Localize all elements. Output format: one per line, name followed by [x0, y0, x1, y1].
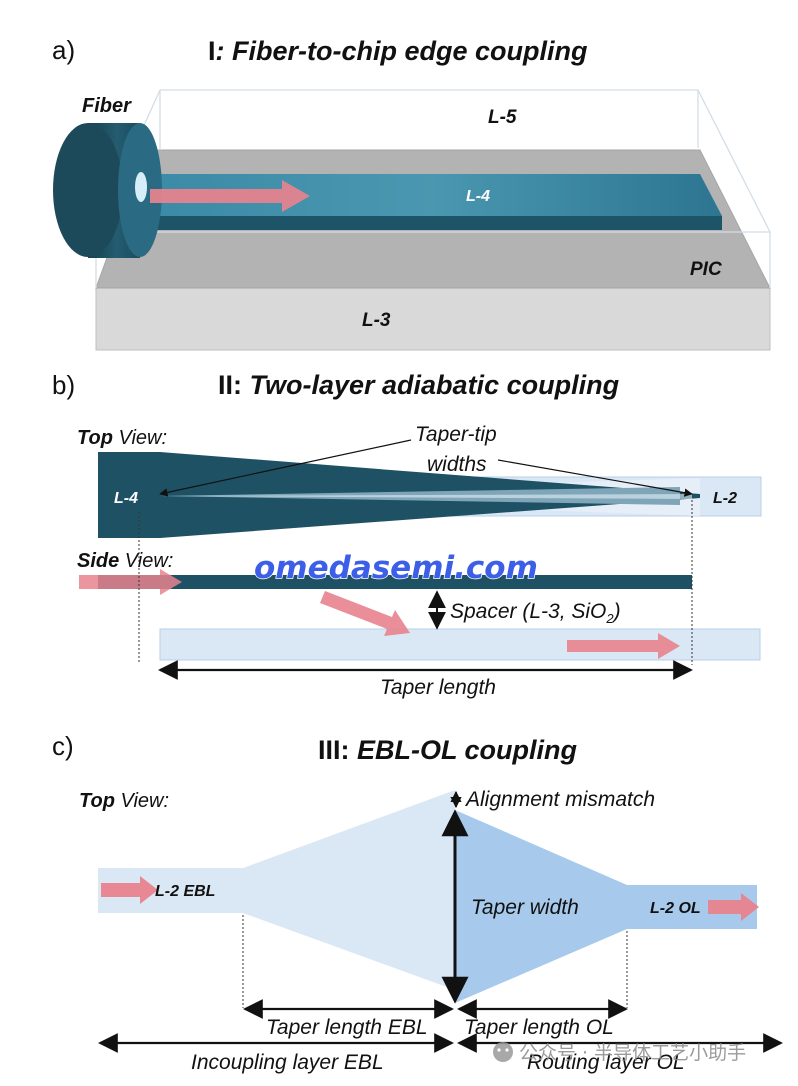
- panel-a-title: I: Fiber-to-chip edge coupling: [208, 36, 588, 66]
- taper-width-label: Taper width: [471, 896, 579, 919]
- taper-tip-pointer-right: [497, 459, 693, 497]
- panel-a-title-prefix: I: [208, 36, 216, 66]
- l3-label: L-3: [362, 310, 391, 331]
- panel-a-label: a): [52, 35, 75, 65]
- l4-label-b: L-4: [114, 490, 138, 507]
- waveguide-l4-side: [140, 216, 722, 230]
- alignment-label: Alignment mismatch: [464, 788, 655, 811]
- taper-length-ol-label: Taper length OL: [464, 1016, 614, 1039]
- light-arrow-c1: [101, 876, 158, 904]
- spacer-label-sub: 2: [605, 611, 614, 626]
- panel-b-title: II: Two-layer adiabatic coupling: [218, 370, 620, 400]
- light-arrow-b3: [567, 633, 680, 659]
- ebl-waveguide-taper: [98, 790, 455, 990]
- light-arrow-b1: [79, 569, 182, 595]
- top-view-bold-b: Top: [77, 427, 113, 449]
- spacer-label: Spacer (L-3, SiO2): [450, 600, 621, 626]
- panel-b-title-main: Two-layer adiabatic coupling: [250, 370, 620, 400]
- panel-b-label: b): [52, 370, 75, 400]
- side-view-label: Side View:: [77, 550, 173, 572]
- wechat-watermark-text: 公众号 · 半导体工艺小助手: [519, 1042, 746, 1064]
- panel-a-title-main: : Fiber-to-chip edge coupling: [216, 36, 588, 66]
- top-view-bold-c: Top: [79, 790, 115, 812]
- top-view-rest-b: View:: [113, 427, 167, 449]
- panel-c-label: c): [52, 731, 74, 761]
- top-view-label-b: Top View:: [77, 427, 167, 449]
- pic-label: PIC: [690, 259, 722, 280]
- panel-c: c) III: EBL-OL coupling Top View: L-2 EB…: [52, 731, 783, 1074]
- wechat-watermark: 公众号 · 半导体工艺小助手: [493, 1042, 746, 1064]
- panel-b-title-prefix: II:: [218, 370, 250, 400]
- taper-tip-label-2: widths: [427, 453, 487, 476]
- l2-ebl-label: L-2 EBL: [155, 883, 215, 900]
- taper-length-ebl-label: Taper length EBL: [266, 1016, 428, 1039]
- fiber: [53, 123, 162, 258]
- panel-a: a) I: Fiber-to-chip edge coupling Fiber …: [52, 35, 772, 351]
- fiber-label: Fiber: [82, 95, 132, 117]
- l2-ol-label: L-2 OL: [650, 900, 701, 917]
- panel-b: b) II: Two-layer adiabatic coupling Top …: [52, 370, 762, 699]
- l4-label-a: L-4: [466, 188, 490, 205]
- light-arrow-a: [150, 180, 310, 212]
- spacer-label-main: Spacer (L-3, SiO: [450, 600, 606, 623]
- l4-block-top: [98, 452, 161, 538]
- taper-tip-pointer-left: [159, 439, 412, 497]
- taper-tip-label-1: Taper-tip: [415, 423, 497, 446]
- light-arrow-c2: [708, 893, 759, 921]
- incoupling-label: Incoupling layer EBL: [191, 1051, 384, 1074]
- side-view-rest: View:: [119, 550, 173, 572]
- top-view-rest-c: View:: [115, 790, 169, 812]
- taper-length-label: Taper length: [380, 676, 496, 699]
- wechat-icon: [493, 1042, 513, 1062]
- top-view-label-c: Top View:: [79, 790, 169, 812]
- taper-overlap-highlight: [160, 494, 692, 499]
- chip-front-face: [95, 287, 771, 351]
- panel-c-title-main: EBL-OL coupling: [357, 735, 577, 765]
- panel-c-title-prefix: III:: [318, 735, 357, 765]
- spacer-label-end: ): [611, 600, 621, 623]
- watermark-site: omedasemi.com: [254, 550, 538, 586]
- l4-side-bar: [98, 575, 692, 589]
- panel-c-title: III: EBL-OL coupling: [318, 735, 577, 765]
- light-arrow-b2: [320, 591, 410, 636]
- ol-waveguide-taper: [455, 810, 757, 1003]
- l5-label: L-5: [488, 107, 517, 128]
- routing-label: Routing layer OL: [527, 1051, 685, 1074]
- side-view-bold: Side: [77, 550, 119, 572]
- l2-label-b: L-2: [713, 490, 737, 507]
